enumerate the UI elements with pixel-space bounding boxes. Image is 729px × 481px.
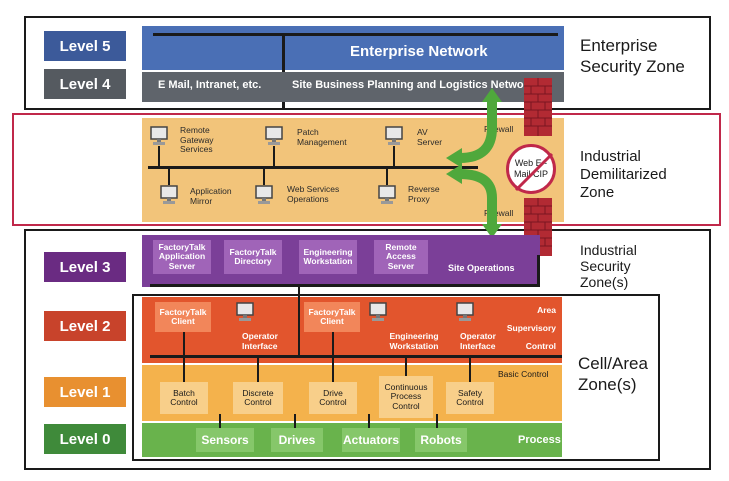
level-5-label: Level 5 [44, 31, 126, 61]
computer-icon [456, 302, 474, 321]
firewall-bottom-label: Firewall [484, 208, 514, 218]
link-drive [332, 357, 334, 382]
area-supervisory-label: Area Supervisory Control [500, 300, 556, 354]
computer-icon [378, 185, 396, 204]
enterprise-zone-frame [24, 16, 711, 110]
link-discrete [257, 357, 259, 382]
level-3-label: Level 3 [44, 252, 126, 282]
area-supervisory-text: Area Supervisory Control [506, 305, 556, 351]
patch-management-group: Patch Management [265, 126, 347, 166]
reverse-proxy-group: Reverse Proxy [378, 168, 440, 210]
drives-box: Drives [271, 428, 323, 452]
enterprise-network-title: Enterprise Network [350, 43, 488, 60]
industrial-zone-frame [24, 229, 711, 470]
engineering-workstation-l3-box: Engineering Workstation [299, 240, 357, 274]
enterprise-vertical-line [282, 33, 285, 110]
firewall-top-icon [524, 78, 552, 136]
computer-icon [255, 185, 273, 204]
computer-icon [265, 126, 283, 145]
computer-icon [150, 126, 168, 145]
industrial-zone-label: Industrial Security Zone(s) [580, 242, 680, 290]
continuous-process-control-box: Continuous Process Control [379, 376, 433, 418]
computer-icon [385, 126, 403, 145]
computer-icon [236, 302, 254, 321]
web-services-group: Web Services Operations [255, 168, 339, 210]
cell-zone-frame [132, 294, 660, 461]
remote-gateway-label: Remote Gateway Services [180, 125, 214, 154]
dmz-bus-line [148, 166, 478, 169]
site-operations-label: Site Operations [448, 263, 515, 273]
dmz-zone-text: Industrial Demilitarized Zone [580, 148, 667, 201]
link-drives [294, 414, 296, 428]
industrial-zone-text: Industrial Security Zone(s) [580, 242, 637, 290]
reverse-proxy-rise [386, 168, 388, 185]
factorytalk-client-2-box: FactoryTalk Client [304, 302, 360, 332]
factorytalk-client-1-box: FactoryTalk Client [155, 302, 211, 332]
level-1-label: Level 1 [44, 377, 126, 407]
application-mirror-rise [168, 168, 170, 185]
robots-box: Robots [415, 428, 467, 452]
web-services-label: Web Services Operations [287, 184, 340, 204]
link-batch [183, 357, 185, 382]
link-actuators [368, 414, 370, 428]
factorytalk-directory-box: FactoryTalk Directory [224, 240, 282, 274]
actuators-box: Actuators [342, 428, 400, 452]
operator-interface-1-label: Operator Interface [242, 331, 278, 351]
cell-zone-label: Cell/Area Zone(s) [578, 353, 658, 395]
level-3-bus-line [150, 284, 540, 287]
discrete-control-box: Discrete Control [233, 382, 283, 414]
av-server-label: AV Server [417, 127, 443, 147]
process-label: Process [518, 434, 561, 446]
dmz-zone-label: Industrial Demilitarized Zone [580, 148, 700, 202]
factorytalk-app-server-box: FactoryTalk Application Server [153, 240, 211, 274]
link-l2-c2 [332, 332, 334, 357]
site-business-planning-text: Site Business Planning and Logistics Net… [292, 79, 535, 91]
av-server-group: AV Server [385, 126, 442, 166]
enterprise-zone-text: Enterprise Security Zone [580, 36, 685, 76]
sensors-box: Sensors [196, 428, 254, 452]
engineering-workstation-l2-group: Engineering Workstation [369, 302, 439, 350]
l3-l2-link-1 [298, 287, 300, 357]
av-server-drop [393, 146, 395, 166]
cell-zone-text: Cell/Area Zone(s) [578, 354, 648, 394]
application-mirror-group: Application Mirror [160, 168, 232, 210]
remote-gateway-drop [158, 146, 160, 166]
operator-interface-1-group: Operator Interface [236, 302, 278, 350]
firewall-top-label: Firewall [484, 124, 514, 134]
link-continuous [405, 357, 407, 376]
remote-gateway-group: Remote Gateway Services [150, 125, 214, 166]
enterprise-zone-label: Enterprise Security Zone [580, 35, 700, 77]
application-mirror-label: Application Mirror [190, 186, 232, 206]
web-services-rise [263, 168, 265, 185]
level-2-bus-line [150, 355, 562, 358]
level-2-label: Level 2 [44, 311, 126, 341]
level-0-label: Level 0 [44, 424, 126, 454]
operator-interface-2-group: Operator Interface [456, 302, 496, 350]
basic-control-label: Basic Control [498, 369, 549, 379]
green-arrows-icon [446, 88, 502, 238]
link-l2-c1 [183, 332, 185, 357]
dmz-zone-frame [12, 113, 721, 226]
patch-management-drop [273, 146, 275, 166]
remote-access-server-box: Remote Access Server [374, 240, 428, 274]
patch-management-label: Patch Management [297, 127, 347, 147]
blocked-slash-icon [514, 152, 554, 192]
computer-icon [160, 185, 178, 204]
link-safety [469, 357, 471, 382]
batch-control-box: Batch Control [160, 382, 208, 414]
level-4-label: Level 4 [44, 69, 126, 99]
computer-icon [369, 302, 387, 321]
link-sensors [219, 414, 221, 428]
reverse-proxy-label: Reverse Proxy [408, 184, 440, 204]
email-intranet-text: E Mail, Intranet, etc. [158, 79, 262, 91]
drive-control-box: Drive Control [309, 382, 357, 414]
operator-interface-2-label: Operator Interface [460, 331, 496, 351]
enterprise-bus-line [153, 33, 558, 36]
level-3-riser [537, 255, 540, 287]
engineering-workstation-l2-label: Engineering Workstation [389, 331, 439, 351]
safety-control-box: Safety Control [446, 382, 494, 414]
link-robots [436, 414, 438, 428]
